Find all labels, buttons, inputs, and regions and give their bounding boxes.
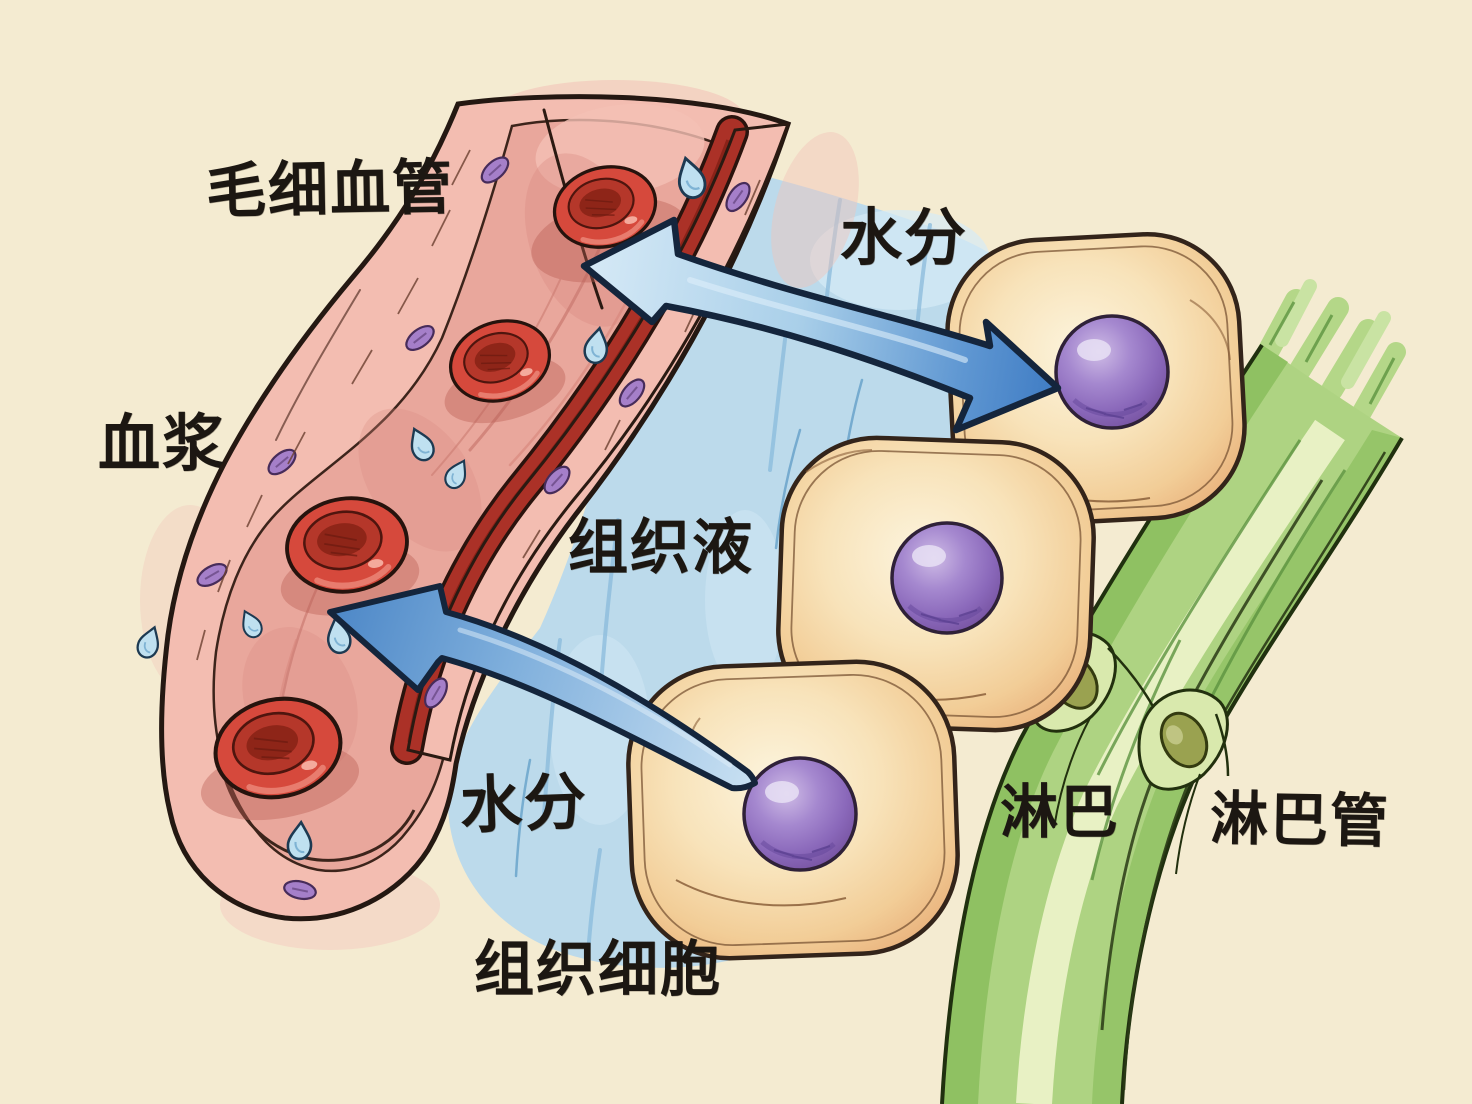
water-exchange-arrow xyxy=(580,216,1062,434)
cell-nucleus-1 xyxy=(1054,314,1170,430)
label-capillary: 毛细血管 xyxy=(205,154,455,226)
tissue-cell-2 xyxy=(776,435,1096,733)
label-plasma: 血浆 xyxy=(98,411,227,479)
label-lymph-vessel: 淋巴管 xyxy=(1209,786,1391,855)
arrows-group xyxy=(327,216,1062,792)
cell-nucleus-2 xyxy=(890,521,1004,635)
cell-nucleus-3 xyxy=(742,756,858,872)
label-water-top: 水分 xyxy=(840,205,969,273)
lymph-vessel xyxy=(940,279,1406,1104)
tissue-cell-3 xyxy=(626,659,960,961)
label-water-bottom: 水分 xyxy=(458,768,590,842)
label-lymph: 淋巴 xyxy=(1000,780,1121,845)
tissue-cells-group xyxy=(626,231,1247,961)
label-tissue-fluid: 组织液 xyxy=(568,515,754,581)
water-return-arrow xyxy=(327,583,758,792)
label-tissue-cells: 组织细胞 xyxy=(474,937,722,1003)
lymph-valve-2 xyxy=(1137,688,1230,875)
